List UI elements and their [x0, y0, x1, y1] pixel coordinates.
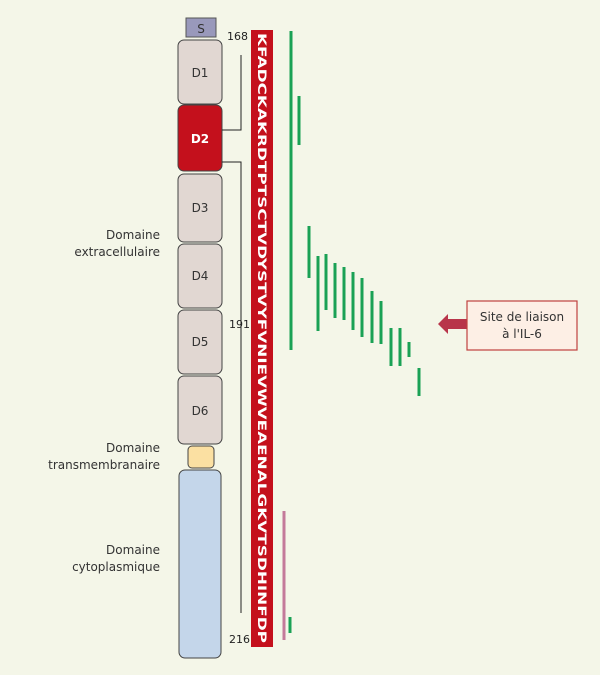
domain-d6-label: D6 [192, 404, 209, 418]
cytoplasmic-label-line2: cytoplasmique [72, 560, 160, 574]
domain-d4-box [177, 243, 223, 309]
binding-site-callout: Site de liaison à l'IL-6 [438, 300, 578, 351]
domain-s-label: S [197, 22, 205, 36]
extracellular-label-line2: extracellulaire [74, 245, 160, 259]
cytoplasmic-label-line1: Domaine [106, 543, 160, 557]
cytoplasmic-box [178, 469, 222, 659]
domain-d2-box [177, 104, 223, 172]
callout-line2: à l'IL-6 [502, 327, 542, 341]
bracket-d2-lower [222, 161, 242, 613]
arrow-icon [438, 314, 467, 334]
domain-d3-box [177, 173, 223, 243]
residue-numbers: 168 191 216 [227, 30, 250, 646]
domain-d5-label: D5 [192, 335, 209, 349]
peptide-lines [282, 31, 421, 640]
residue-number-start: 168 [227, 30, 248, 43]
domain-d5-box [177, 309, 223, 375]
bracket-d2-upper [222, 55, 242, 131]
domain-d2-label: D2 [191, 132, 209, 146]
domain-d3-label: D3 [192, 201, 209, 215]
sequence-text: KFADCKAKRDTPTSCTVDYSTVYFVNIEVWVEAENALGKV… [255, 33, 269, 643]
callout-line1: Site de liaison [480, 310, 564, 324]
domain-d1-box [177, 39, 223, 105]
transmembrane-label-line2: transmembranaire [48, 458, 160, 472]
transmembrane-box [187, 445, 215, 469]
bracket-lines [222, 55, 242, 613]
domain-s-box [185, 17, 217, 38]
callout-box [466, 300, 578, 351]
residue-number-middle: 191 [229, 318, 250, 331]
domain-column: S D1 D2 D3 D4 D5 D6 [177, 17, 223, 659]
domain-d1-label: D1 [192, 66, 209, 80]
residue-number-end: 216 [229, 633, 250, 646]
domain-d6-box [177, 375, 223, 445]
region-labels: Domaine extracellulaire Domaine transmem… [48, 228, 160, 574]
extracellular-label-line1: Domaine [106, 228, 160, 242]
sequence-bar [251, 30, 273, 647]
domain-d4-label: D4 [192, 269, 209, 283]
transmembrane-label-line1: Domaine [106, 441, 160, 455]
